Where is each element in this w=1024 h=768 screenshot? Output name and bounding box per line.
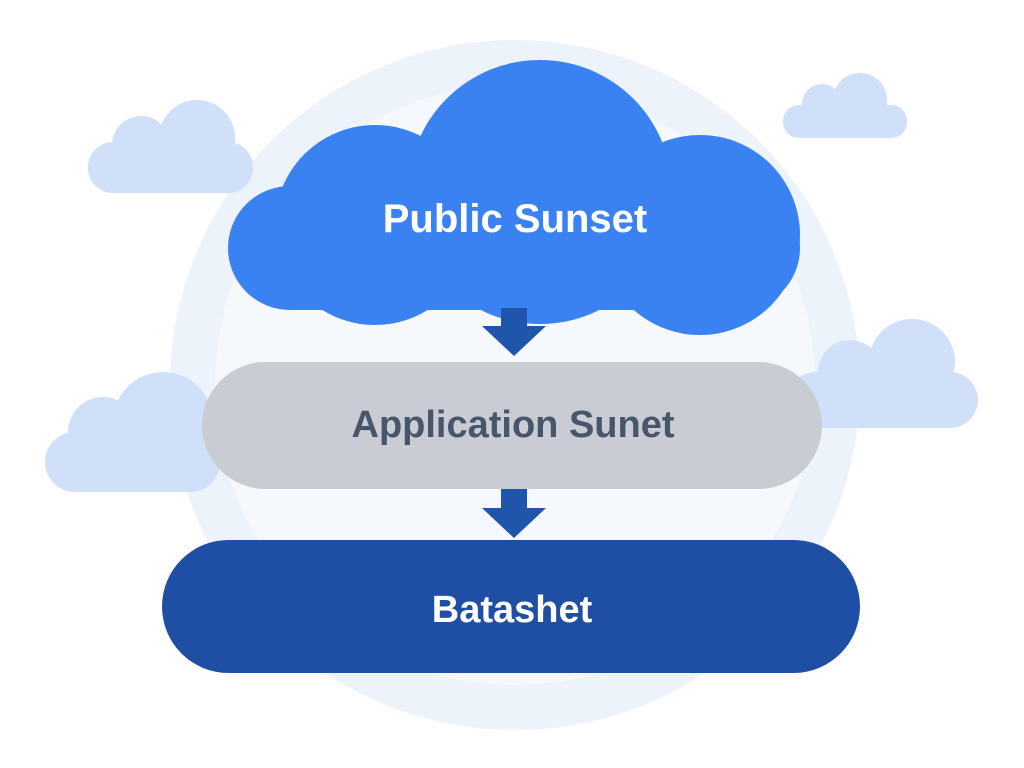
arrow-down-icon-1 [482, 308, 546, 356]
decorative-cloud-top-right [783, 73, 907, 138]
database-shape [162, 540, 860, 673]
decorative-cloud-top-left [88, 100, 253, 193]
decorative-cloud-left [45, 372, 220, 492]
decorative-cloud-right [788, 319, 978, 428]
arrow-down-icon-2 [482, 489, 546, 538]
application-subnet-shape [202, 362, 822, 489]
public-subnet-cloud-shape [228, 60, 800, 335]
